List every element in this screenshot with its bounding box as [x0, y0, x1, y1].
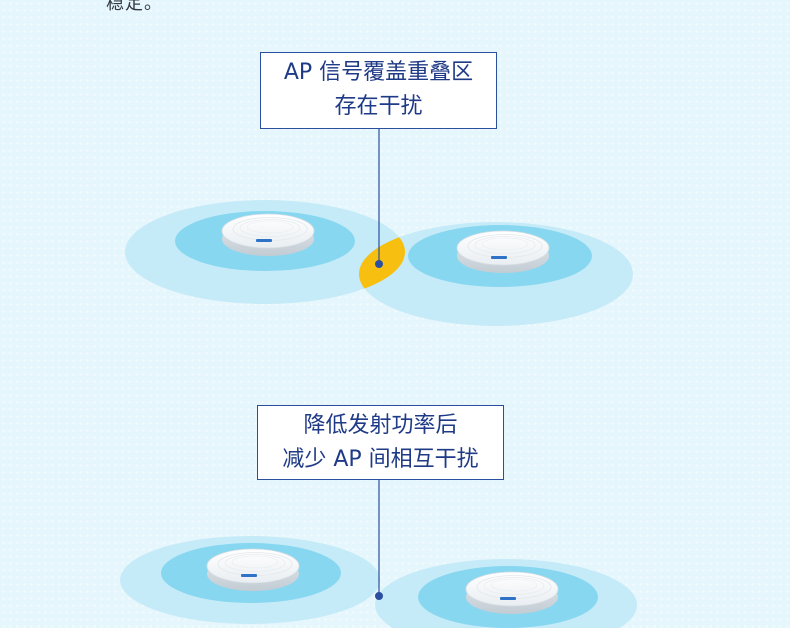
header-partial-text: 稳定。 [106, 0, 163, 14]
callout-connector [375, 129, 383, 268]
access-point-icon [206, 548, 300, 592]
callout-line: AP 信号覆盖重叠区 [283, 60, 474, 85]
access-point-icon [221, 213, 315, 257]
callout-line: 降低发射功率后 [303, 413, 458, 438]
callout-line: 存在干扰 [334, 94, 423, 119]
callout-line: 减少 AP 间相互干扰 [282, 447, 479, 472]
scenario-reduced-power [120, 536, 637, 628]
access-point-icon [456, 230, 550, 274]
access-point-icon [465, 571, 559, 615]
callout-overlap-interference: AP 信号覆盖重叠区 存在干扰 [260, 52, 497, 129]
callout-reduced-power: 降低发射功率后 减少 AP 间相互干扰 [257, 405, 504, 480]
callout-connector [375, 480, 383, 600]
scenario-high-power [125, 200, 633, 326]
